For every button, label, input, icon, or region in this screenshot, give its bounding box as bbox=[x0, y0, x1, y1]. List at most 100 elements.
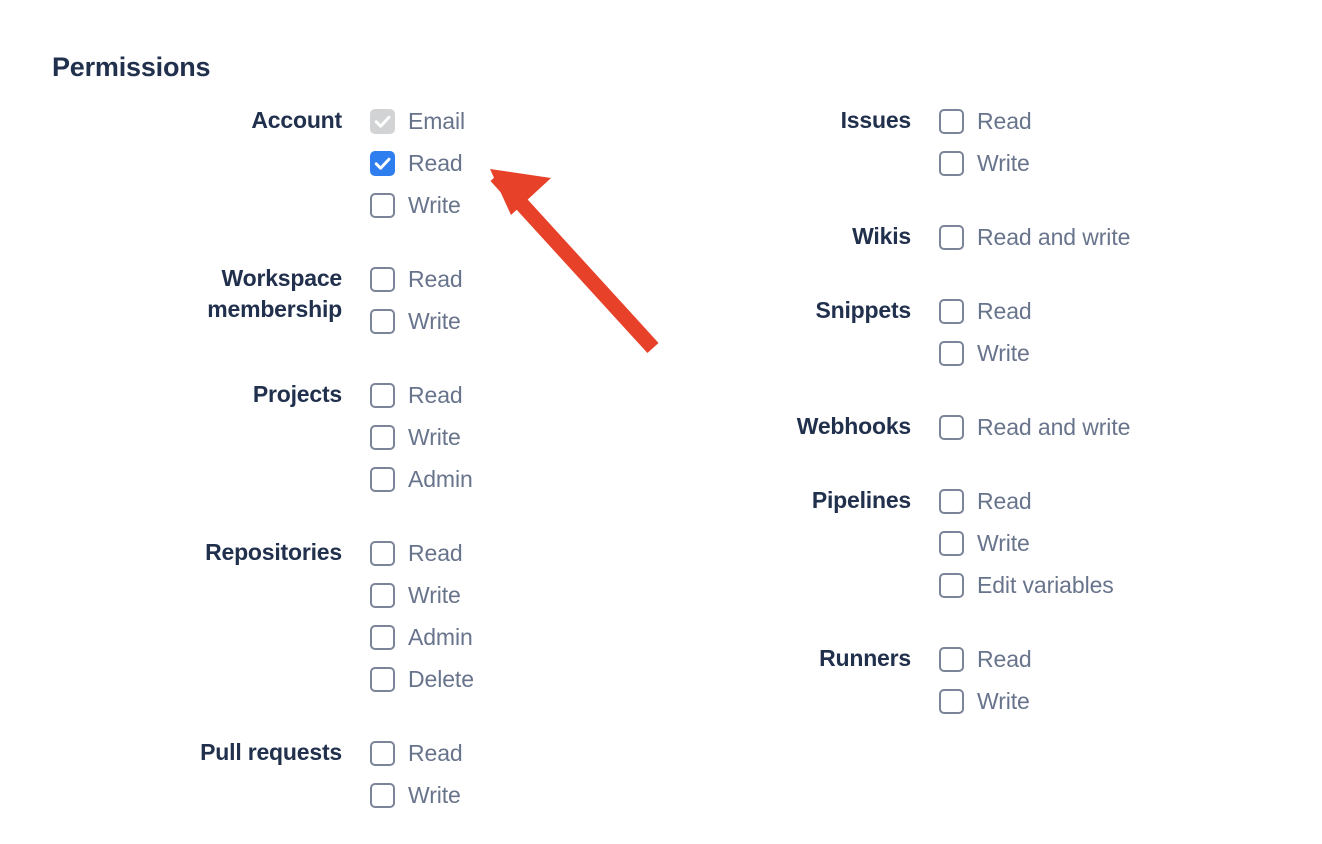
checkbox-account-read[interactable] bbox=[370, 150, 395, 176]
checkbox-runners-read[interactable] bbox=[939, 646, 964, 672]
option-row-pull-requests-write[interactable]: Write bbox=[370, 774, 463, 816]
checkbox-projects-write[interactable] bbox=[370, 424, 395, 450]
checkbox-repositories-write[interactable] bbox=[370, 582, 395, 608]
option-label: Read bbox=[977, 297, 1032, 324]
option-label: Write bbox=[977, 529, 1030, 556]
option-label: Read bbox=[408, 381, 463, 408]
option-row-account-write[interactable]: Write bbox=[370, 184, 465, 226]
option-row-runners-read[interactable]: Read bbox=[939, 638, 1032, 680]
checkbox-repositories-admin[interactable] bbox=[370, 624, 395, 650]
option-row-wikis-read-and-write[interactable]: Read and write bbox=[939, 216, 1130, 258]
checkbox-snippets-read[interactable] bbox=[939, 298, 964, 324]
group-label: Repositories bbox=[205, 539, 342, 565]
option-label: Write bbox=[408, 191, 461, 218]
option-row-repositories-admin[interactable]: Admin bbox=[370, 616, 474, 658]
option-row-issues-write[interactable]: Write bbox=[939, 142, 1032, 184]
group-label: Issues bbox=[840, 107, 912, 133]
option-label: Read bbox=[408, 739, 463, 766]
option-row-projects-write[interactable]: Write bbox=[370, 416, 473, 458]
option-row-issues-read[interactable]: Read bbox=[939, 100, 1032, 142]
option-row-workspace-membership-read[interactable]: Read bbox=[370, 258, 463, 300]
checkbox-projects-admin[interactable] bbox=[370, 466, 395, 492]
option-row-workspace-membership-write[interactable]: Write bbox=[370, 300, 463, 342]
checkbox-snippets-write[interactable] bbox=[939, 340, 964, 366]
checkbox-repositories-delete[interactable] bbox=[370, 666, 395, 692]
option-label: Read and write bbox=[977, 223, 1131, 250]
checkbox-pull-requests-read[interactable] bbox=[370, 740, 395, 766]
checkbox-repositories-read[interactable] bbox=[370, 540, 395, 566]
group-label: Runners bbox=[819, 645, 911, 671]
checkbox-pull-requests-write[interactable] bbox=[370, 782, 395, 808]
checkbox-projects-read[interactable] bbox=[370, 382, 395, 408]
option-row-repositories-delete[interactable]: Delete bbox=[370, 658, 474, 700]
group-label: Projects bbox=[252, 381, 342, 407]
option-row-repositories-read[interactable]: Read bbox=[370, 532, 474, 574]
permission-group-wikis: Wikis Read and write bbox=[570, 216, 1270, 258]
option-row-snippets-read[interactable]: Read bbox=[939, 290, 1032, 332]
option-row-pipelines-edit-variables[interactable]: Edit variables bbox=[939, 564, 1114, 606]
option-row-snippets-write[interactable]: Write bbox=[939, 332, 1032, 374]
option-row-projects-admin[interactable]: Admin bbox=[370, 458, 473, 500]
option-label: Write bbox=[977, 339, 1030, 366]
option-row-webhooks-read-and-write[interactable]: Read and write bbox=[939, 406, 1130, 448]
checkbox-issues-read[interactable] bbox=[939, 108, 964, 134]
checkbox-account-write[interactable] bbox=[370, 192, 395, 218]
option-label: Edit variables bbox=[977, 571, 1114, 598]
checkbox-pipelines-edit-variables[interactable] bbox=[939, 572, 964, 598]
checkbox-webhooks-read-and-write[interactable] bbox=[939, 414, 964, 440]
group-label: Pipelines bbox=[811, 487, 911, 513]
group-label: Wikis bbox=[852, 223, 911, 249]
option-row-projects-read[interactable]: Read bbox=[370, 374, 473, 416]
option-label: Email bbox=[408, 107, 466, 134]
option-row-pipelines-write[interactable]: Write bbox=[939, 522, 1114, 564]
option-row-account-read[interactable]: Read bbox=[370, 142, 465, 184]
check-icon bbox=[374, 157, 391, 170]
option-label: Write bbox=[977, 149, 1030, 176]
option-row-account-email[interactable]: Email bbox=[370, 100, 465, 142]
checkbox-pipelines-read[interactable] bbox=[939, 488, 964, 514]
option-row-runners-write[interactable]: Write bbox=[939, 680, 1032, 722]
checkbox-issues-write[interactable] bbox=[939, 150, 964, 176]
checkbox-pipelines-write[interactable] bbox=[939, 530, 964, 556]
option-row-pull-requests-read[interactable]: Read bbox=[370, 732, 463, 774]
option-row-repositories-write[interactable]: Write bbox=[370, 574, 474, 616]
option-label: Read bbox=[408, 265, 463, 292]
option-list: Read and write bbox=[911, 216, 1130, 258]
page-title: Permissions bbox=[52, 52, 211, 82]
option-label: Write bbox=[408, 581, 461, 608]
group-label: Workspace membership bbox=[207, 265, 342, 322]
checkbox-wikis-read-and-write[interactable] bbox=[939, 224, 964, 250]
option-label: Read bbox=[408, 539, 463, 566]
option-label: Read and write bbox=[977, 413, 1131, 440]
option-label: Read bbox=[977, 645, 1032, 672]
checkbox-runners-write[interactable] bbox=[939, 688, 964, 714]
option-label: Read bbox=[977, 107, 1032, 134]
option-label: Write bbox=[977, 687, 1030, 714]
checkbox-account-email bbox=[370, 108, 395, 134]
check-icon bbox=[374, 115, 391, 128]
checkbox-workspace-membership-write[interactable] bbox=[370, 308, 395, 334]
option-label: Read bbox=[977, 487, 1032, 514]
checkbox-workspace-membership-read[interactable] bbox=[370, 266, 395, 292]
option-row-pipelines-read[interactable]: Read bbox=[939, 480, 1114, 522]
option-label: Admin bbox=[408, 465, 473, 492]
option-label: Write bbox=[408, 781, 461, 808]
